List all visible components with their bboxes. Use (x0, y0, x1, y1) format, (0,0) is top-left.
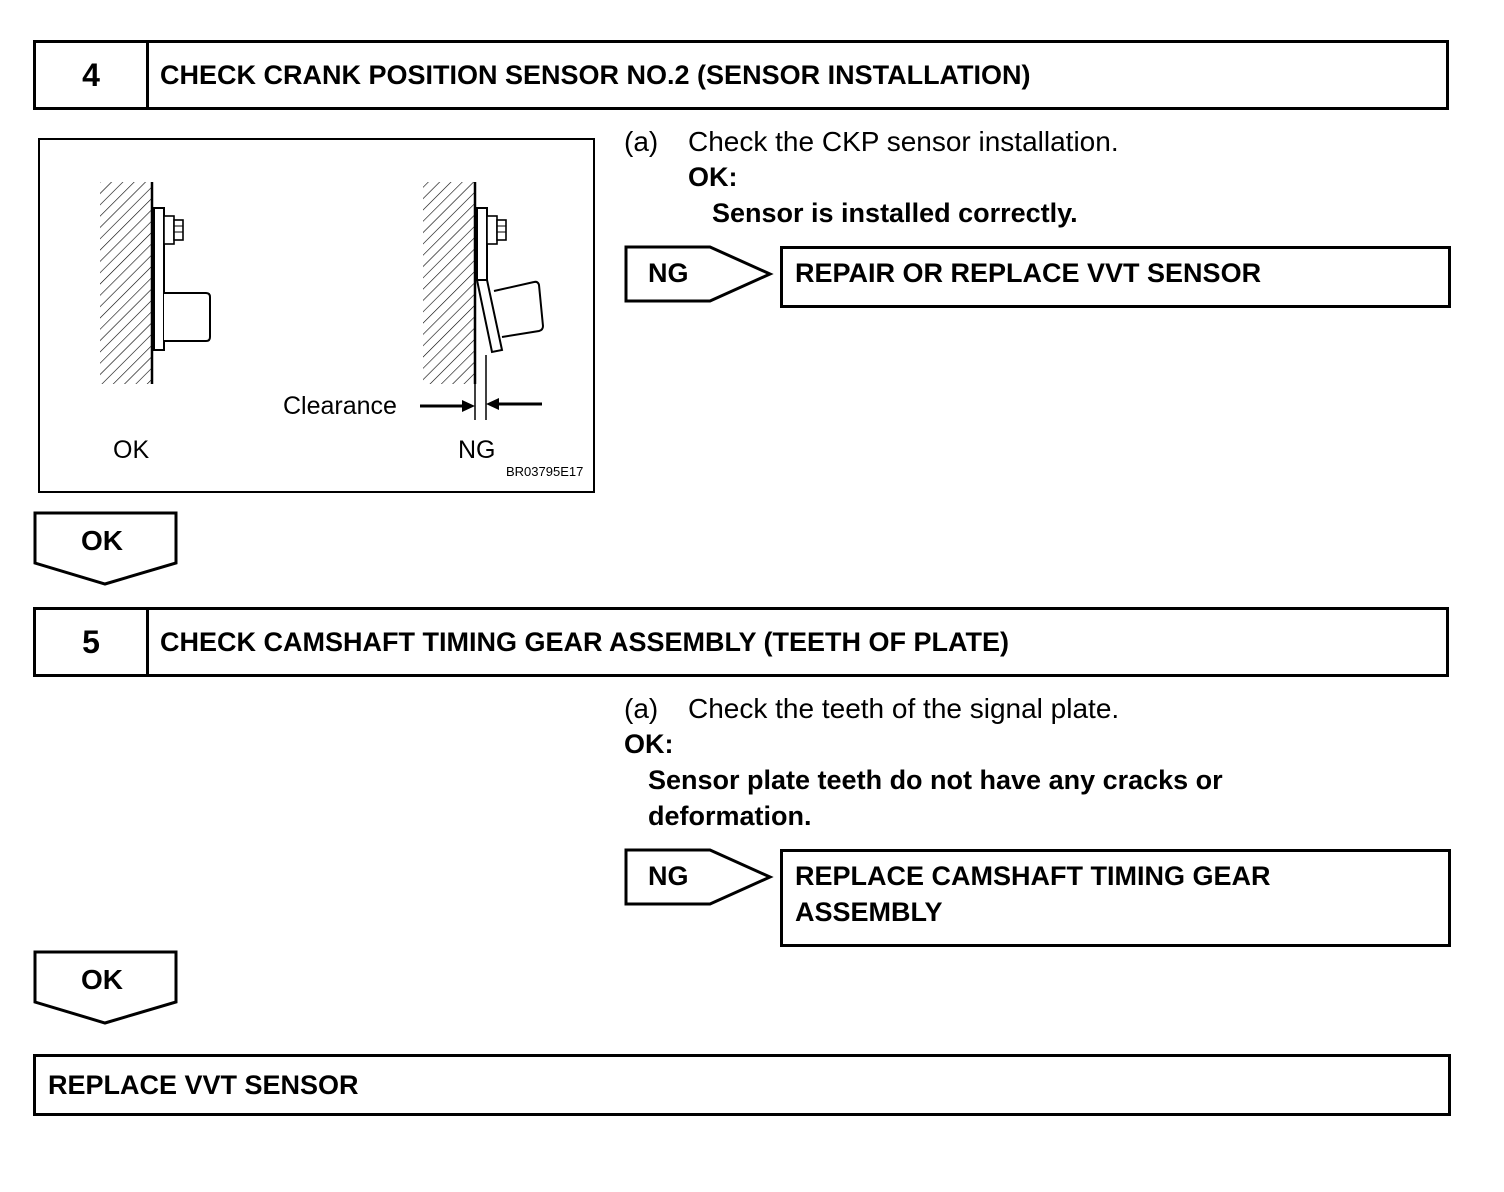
sensor-diagram (100, 182, 545, 420)
ng-figure-label: NG (458, 436, 496, 464)
ng-action-text: REPAIR OR REPLACE VVT SENSOR (795, 258, 1262, 288)
ok-down-arrow-icon (33, 511, 178, 586)
ng-action-box: REPLACE CAMSHAFT TIMING GEAR ASSEMBLY (780, 849, 1451, 947)
ng-action-line-2: ASSEMBLY (795, 897, 943, 927)
ok-heading: OK: (688, 162, 738, 192)
ng-arrow-icon (624, 245, 774, 303)
figure-code: BR03795E17 (506, 464, 584, 479)
ok-arrow-label: OK (81, 525, 123, 556)
ok-criteria-line-2: deformation. (648, 801, 812, 831)
step-4-header: 4 CHECK CRANK POSITION SENSOR NO.2 (SENS… (33, 40, 1449, 110)
sensor-installation-figure: Clearance OK NG BR03795E17 (38, 138, 595, 493)
step-title: CHECK CRANK POSITION SENSOR NO.2 (SENSOR… (160, 59, 1031, 90)
ng-sensor-drawing (420, 182, 545, 420)
item-marker: (a) (624, 693, 659, 724)
item-marker: (a) (624, 126, 659, 157)
ok-arrow-label: OK (81, 964, 123, 995)
clearance-label: Clearance (283, 392, 397, 420)
ok-down-arrow-icon (33, 950, 178, 1025)
ng-label: NG (648, 258, 689, 288)
final-action-text: REPLACE VVT SENSOR (48, 1069, 359, 1100)
step-number: 4 (36, 43, 149, 107)
ng-label: NG (648, 861, 689, 891)
ng-action-box: REPAIR OR REPLACE VVT SENSOR (780, 246, 1451, 308)
ng-action-line-1: REPLACE CAMSHAFT TIMING GEAR (795, 861, 1271, 891)
final-action-box: REPLACE VVT SENSOR (33, 1054, 1451, 1116)
ok-criteria-line-1: Sensor plate teeth do not have any crack… (648, 765, 1223, 795)
item-text: Check the CKP sensor installation. (688, 126, 1119, 157)
item-text: Check the teeth of the signal plate. (688, 693, 1120, 724)
ng-arrow-icon (624, 848, 774, 906)
ok-sensor-drawing (100, 182, 211, 384)
ok-figure-label: OK (113, 436, 150, 464)
ok-criteria: Sensor is installed correctly. (712, 198, 1078, 228)
step-5-header: 5 CHECK CAMSHAFT TIMING GEAR ASSEMBLY (T… (33, 607, 1449, 677)
step-number: 5 (36, 610, 149, 674)
ok-heading: OK: (624, 729, 674, 759)
step-title: CHECK CAMSHAFT TIMING GEAR ASSEMBLY (TEE… (160, 626, 1010, 657)
